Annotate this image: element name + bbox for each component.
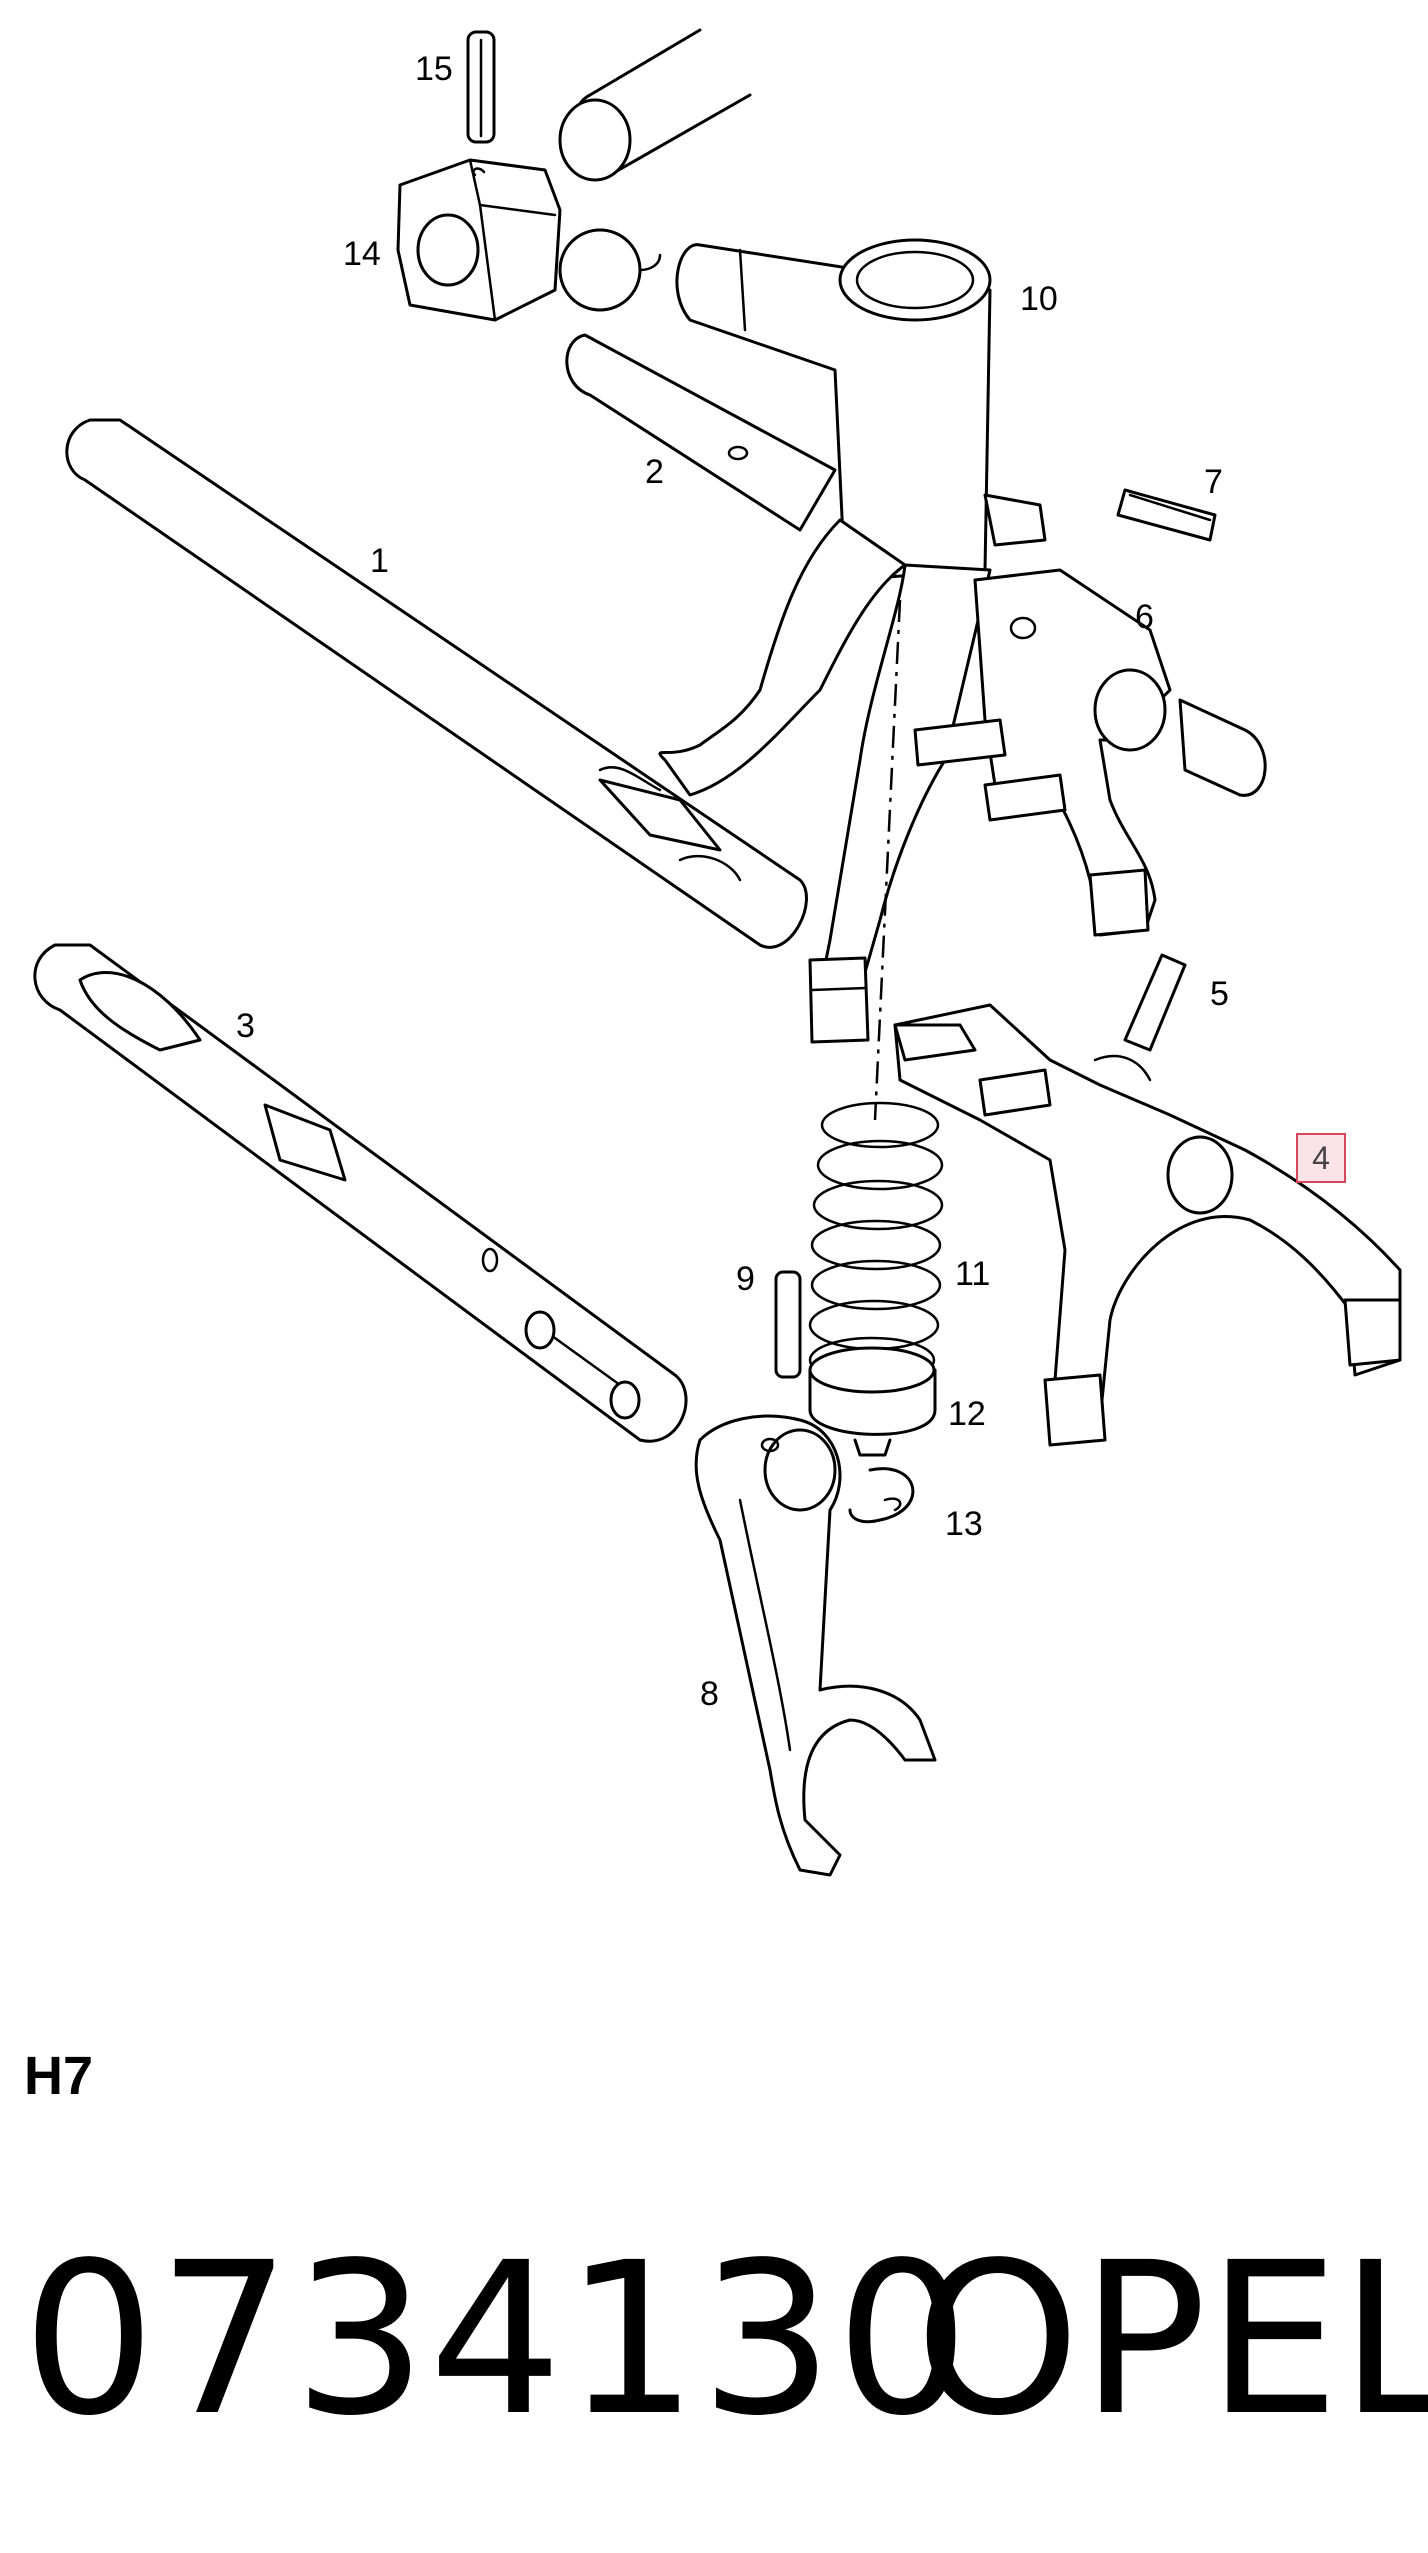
label-6: 6	[1135, 598, 1154, 636]
label-12: 12	[948, 1395, 986, 1433]
part-6-shift-fork	[913, 568, 1267, 937]
part-10-lever-housing	[675, 238, 1047, 582]
manufacturer-name: OPEL	[915, 2217, 1428, 2462]
ball-joint	[558, 228, 662, 312]
part-13-circlip	[848, 1467, 915, 1524]
part-8-shift-fork	[694, 1414, 937, 1877]
label-15: 15	[415, 50, 453, 88]
label-1: 1	[370, 542, 389, 580]
exploded-parts-diagram: 15 14 10 2 7 1 6 5 3 9 11 12 13 8	[33, 28, 1402, 1877]
part-5-pin	[1123, 953, 1187, 1052]
part-10-lever-arms	[658, 518, 992, 1044]
label-10: 10	[1020, 280, 1058, 318]
label-8: 8	[700, 1675, 719, 1713]
part-number: 0734130	[22, 2217, 972, 2462]
label-11: 11	[955, 1255, 990, 1293]
part-11-spring	[808, 1101, 944, 1384]
label-13: 13	[945, 1505, 983, 1543]
highlighted-part-callout[interactable]	[1296, 1133, 1346, 1183]
label-9: 9	[736, 1260, 755, 1298]
label-14: 14	[343, 235, 381, 273]
label-2: 2	[645, 453, 664, 491]
part-15-pin	[466, 30, 496, 144]
part-7-pin	[1116, 488, 1217, 542]
assembly-axis-line	[873, 599, 902, 1121]
part-2-shaft	[565, 333, 837, 532]
part-3-selector-rod	[33, 943, 688, 1443]
label-3: 3	[236, 1007, 255, 1045]
selector-shaft-top	[558, 28, 752, 182]
part-4-shift-fork	[893, 1003, 1402, 1447]
label-7: 7	[1204, 463, 1223, 501]
part-14-selector-block	[396, 158, 562, 322]
label-5: 5	[1210, 975, 1229, 1013]
section-code: H7	[24, 2046, 94, 2106]
part-12-spring-cup	[808, 1346, 937, 1457]
label-4[interactable]: 4	[1312, 1140, 1330, 1176]
part-9-pin	[774, 1270, 802, 1379]
part-1-selector-rod	[65, 418, 808, 949]
